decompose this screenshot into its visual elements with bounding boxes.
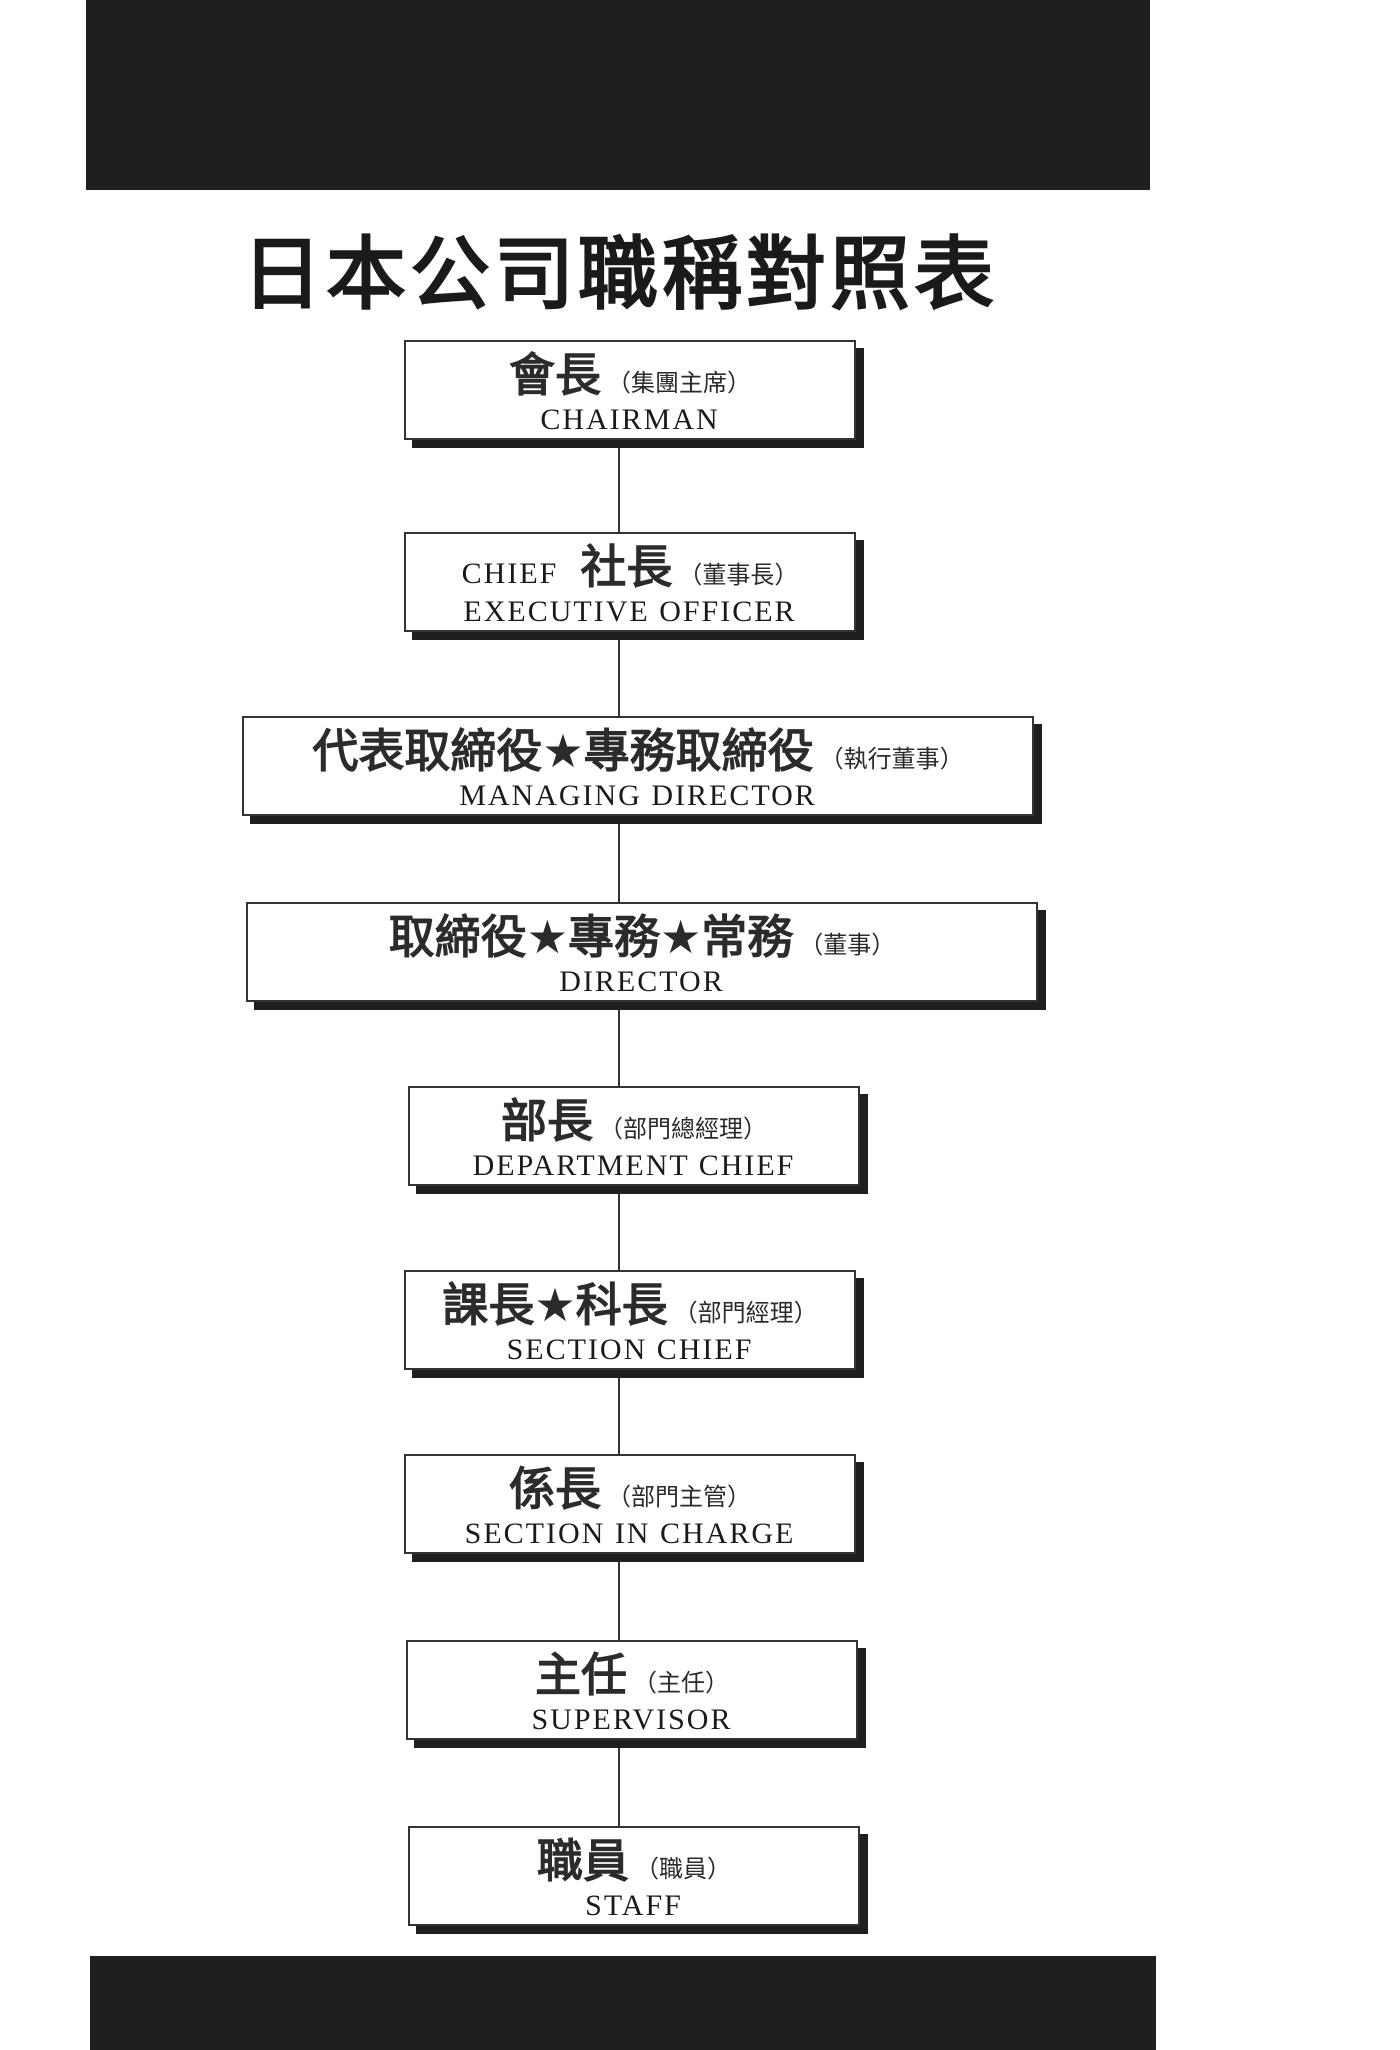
- connector-2: [618, 632, 620, 716]
- title-en: EXECUTIVE OFFICER: [463, 595, 797, 628]
- title-note: （集團主席）: [607, 369, 751, 397]
- org-box-supervisor: 主任（主任） SUPERVISOR: [406, 1640, 858, 1740]
- title-jp: 取締役★專務★常務: [388, 910, 794, 964]
- org-box-chairman: 會長（集團主席） CHAIRMAN: [404, 340, 856, 440]
- title-en: SECTION CHIEF: [506, 1333, 754, 1366]
- title-note: （部門總經理）: [599, 1115, 767, 1143]
- org-box-department-chief: 部長（部門總經理） DEPARTMENT CHIEF: [408, 1086, 860, 1186]
- title-jp: 係長: [509, 1462, 601, 1516]
- connector-4: [618, 1002, 620, 1086]
- title-en: SECTION IN CHARGE: [464, 1517, 796, 1550]
- title-jp: 部長: [501, 1094, 593, 1148]
- org-box-ceo: CHIEF 社長（董事長） EXECUTIVE OFFICER: [404, 532, 856, 632]
- title-en-prefix: CHIEF: [461, 557, 559, 590]
- title-note: （董事）: [799, 931, 896, 959]
- org-box-section-chief: 課長★科長（部門經理） SECTION CHIEF: [404, 1270, 856, 1370]
- title-en: DEPARTMENT CHIEF: [472, 1149, 796, 1182]
- title-note: （部門主管）: [607, 1483, 751, 1511]
- title-en: SUPERVISOR: [531, 1703, 733, 1736]
- org-box-managing-director: 代表取締役★專務取締役（執行董事） MANAGING DIRECTOR: [242, 716, 1034, 816]
- title-en: MANAGING DIRECTOR: [459, 779, 817, 812]
- title-note: （職員）: [635, 1855, 731, 1883]
- title-note: （董事長）: [678, 561, 799, 589]
- title-jp: 會長: [509, 348, 601, 402]
- org-box-section-in-charge: 係長（部門主管） SECTION IN CHARGE: [404, 1454, 856, 1554]
- connector-7: [618, 1554, 620, 1640]
- top-black-band: [86, 0, 1150, 190]
- title-en: DIRECTOR: [559, 965, 725, 998]
- connector-1: [618, 440, 620, 532]
- title-note: （執行董事）: [819, 745, 964, 773]
- org-box-director: 取締役★專務★常務（董事） DIRECTOR: [246, 902, 1038, 1002]
- title-jp: 社長: [580, 540, 673, 594]
- title-jp: 代表取締役★專務取締役: [312, 724, 814, 778]
- connector-5: [618, 1186, 620, 1270]
- title-note: （部門經理）: [673, 1299, 818, 1327]
- connector-6: [618, 1370, 620, 1454]
- bottom-black-band: [90, 1956, 1156, 2050]
- title-jp: 課長★科長: [442, 1278, 668, 1332]
- chart-title: 日本公司職稱對照表: [242, 227, 998, 321]
- title-en: CHAIRMAN: [540, 403, 720, 436]
- connector-8: [618, 1740, 620, 1826]
- title-note: （主任）: [633, 1669, 729, 1697]
- org-box-staff: 職員（職員） STAFF: [408, 1826, 860, 1926]
- connector-3: [618, 816, 620, 902]
- title-jp: 職員: [537, 1834, 629, 1888]
- title-jp: 主任: [535, 1648, 627, 1702]
- title-en: STAFF: [585, 1889, 683, 1922]
